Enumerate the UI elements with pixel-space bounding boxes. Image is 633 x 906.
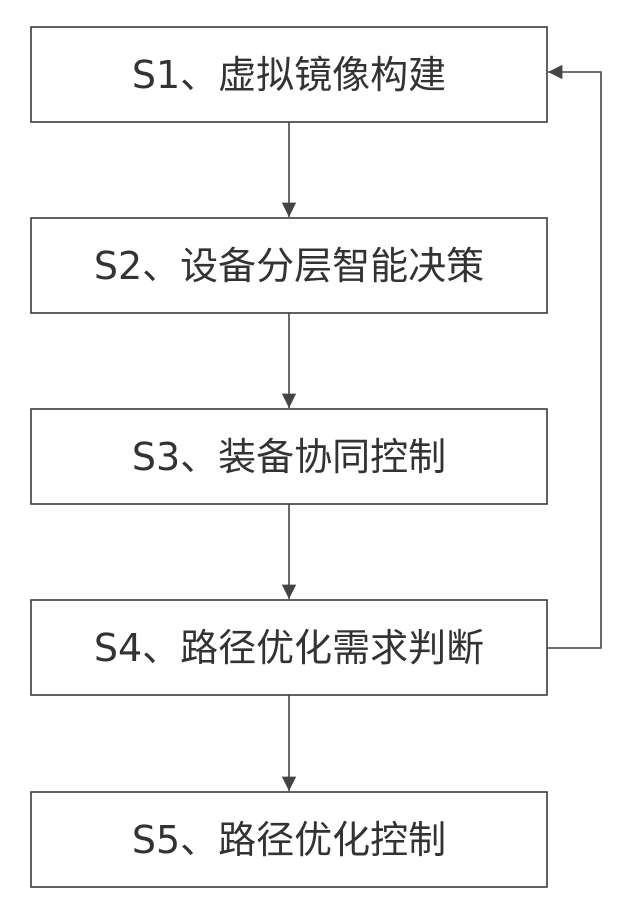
step-s4-label: S4、路径优化需求判断: [94, 626, 484, 670]
arrow-s4-feedback-to-s1: [547, 72, 601, 648]
step-s1: S1、虚拟镜像构建: [31, 27, 547, 122]
step-s2: S2、设备分层智能决策: [31, 218, 547, 313]
step-s3-label: S3、装备协同控制: [132, 435, 446, 479]
step-s5: S5、路径优化控制: [31, 792, 547, 887]
step-s3: S3、装备协同控制: [31, 409, 547, 504]
step-s5-label: S5、路径优化控制: [132, 818, 446, 862]
step-s2-label: S2、设备分层智能决策: [94, 244, 484, 288]
step-s1-label: S1、虚拟镜像构建: [132, 53, 446, 97]
step-s4: S4、路径优化需求判断: [31, 600, 547, 695]
